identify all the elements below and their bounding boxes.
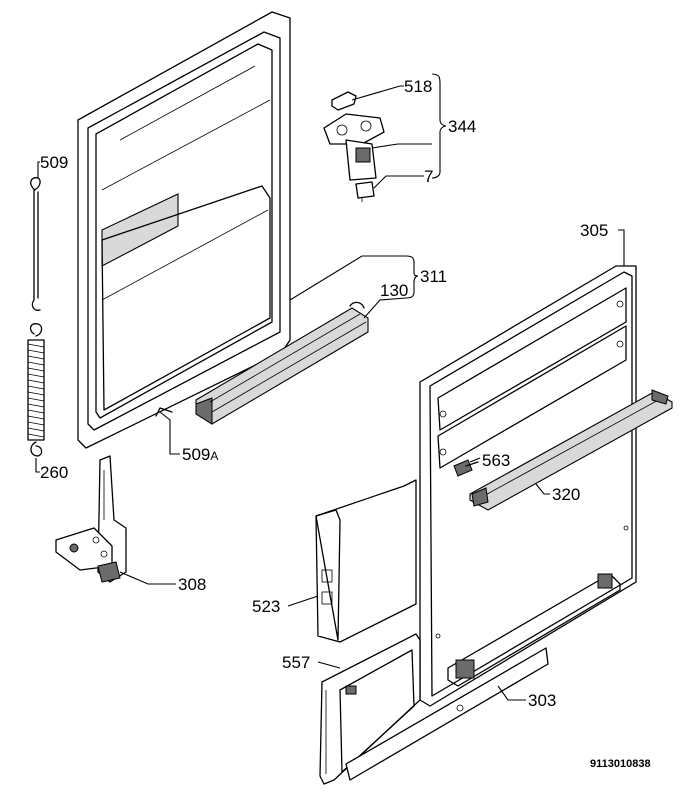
label-7: 7 xyxy=(424,167,433,186)
label-308: 308 xyxy=(178,575,206,594)
document-number: 9113010838 xyxy=(590,758,651,770)
label-509a-number: 509 xyxy=(182,445,210,464)
door-seal-130 xyxy=(195,301,369,425)
label-523: 523 xyxy=(252,597,280,616)
part-labels: 518 344 7 509 260 311 130 509A 305 563 3… xyxy=(40,77,651,770)
kickplate-557 xyxy=(319,633,421,785)
label-305: 305 xyxy=(580,221,608,240)
inner-door-panel xyxy=(77,11,291,449)
kickplate-303 xyxy=(345,647,549,781)
screw-563 xyxy=(453,459,479,477)
door-cable-509 xyxy=(30,177,41,311)
insulation-panel-523 xyxy=(315,479,417,643)
label-509: 509 xyxy=(40,153,68,172)
door-lock-assembly-344 xyxy=(323,91,385,202)
handle-rail-320 xyxy=(469,389,673,511)
label-518: 518 xyxy=(404,77,432,96)
door-spring-260 xyxy=(27,323,45,457)
label-260: 260 xyxy=(40,463,68,482)
label-311: 311 xyxy=(420,267,447,286)
leader-lines xyxy=(35,73,625,701)
door-hinge-308 xyxy=(55,455,127,583)
label-303: 303 xyxy=(528,691,556,710)
label-563: 563 xyxy=(482,451,510,470)
label-344: 344 xyxy=(448,117,476,136)
label-557: 557 xyxy=(282,653,310,672)
label-320: 320 xyxy=(552,485,580,504)
label-509a: 509A xyxy=(182,445,218,464)
label-509a-suffix: A xyxy=(210,449,218,463)
label-130: 130 xyxy=(380,281,408,300)
